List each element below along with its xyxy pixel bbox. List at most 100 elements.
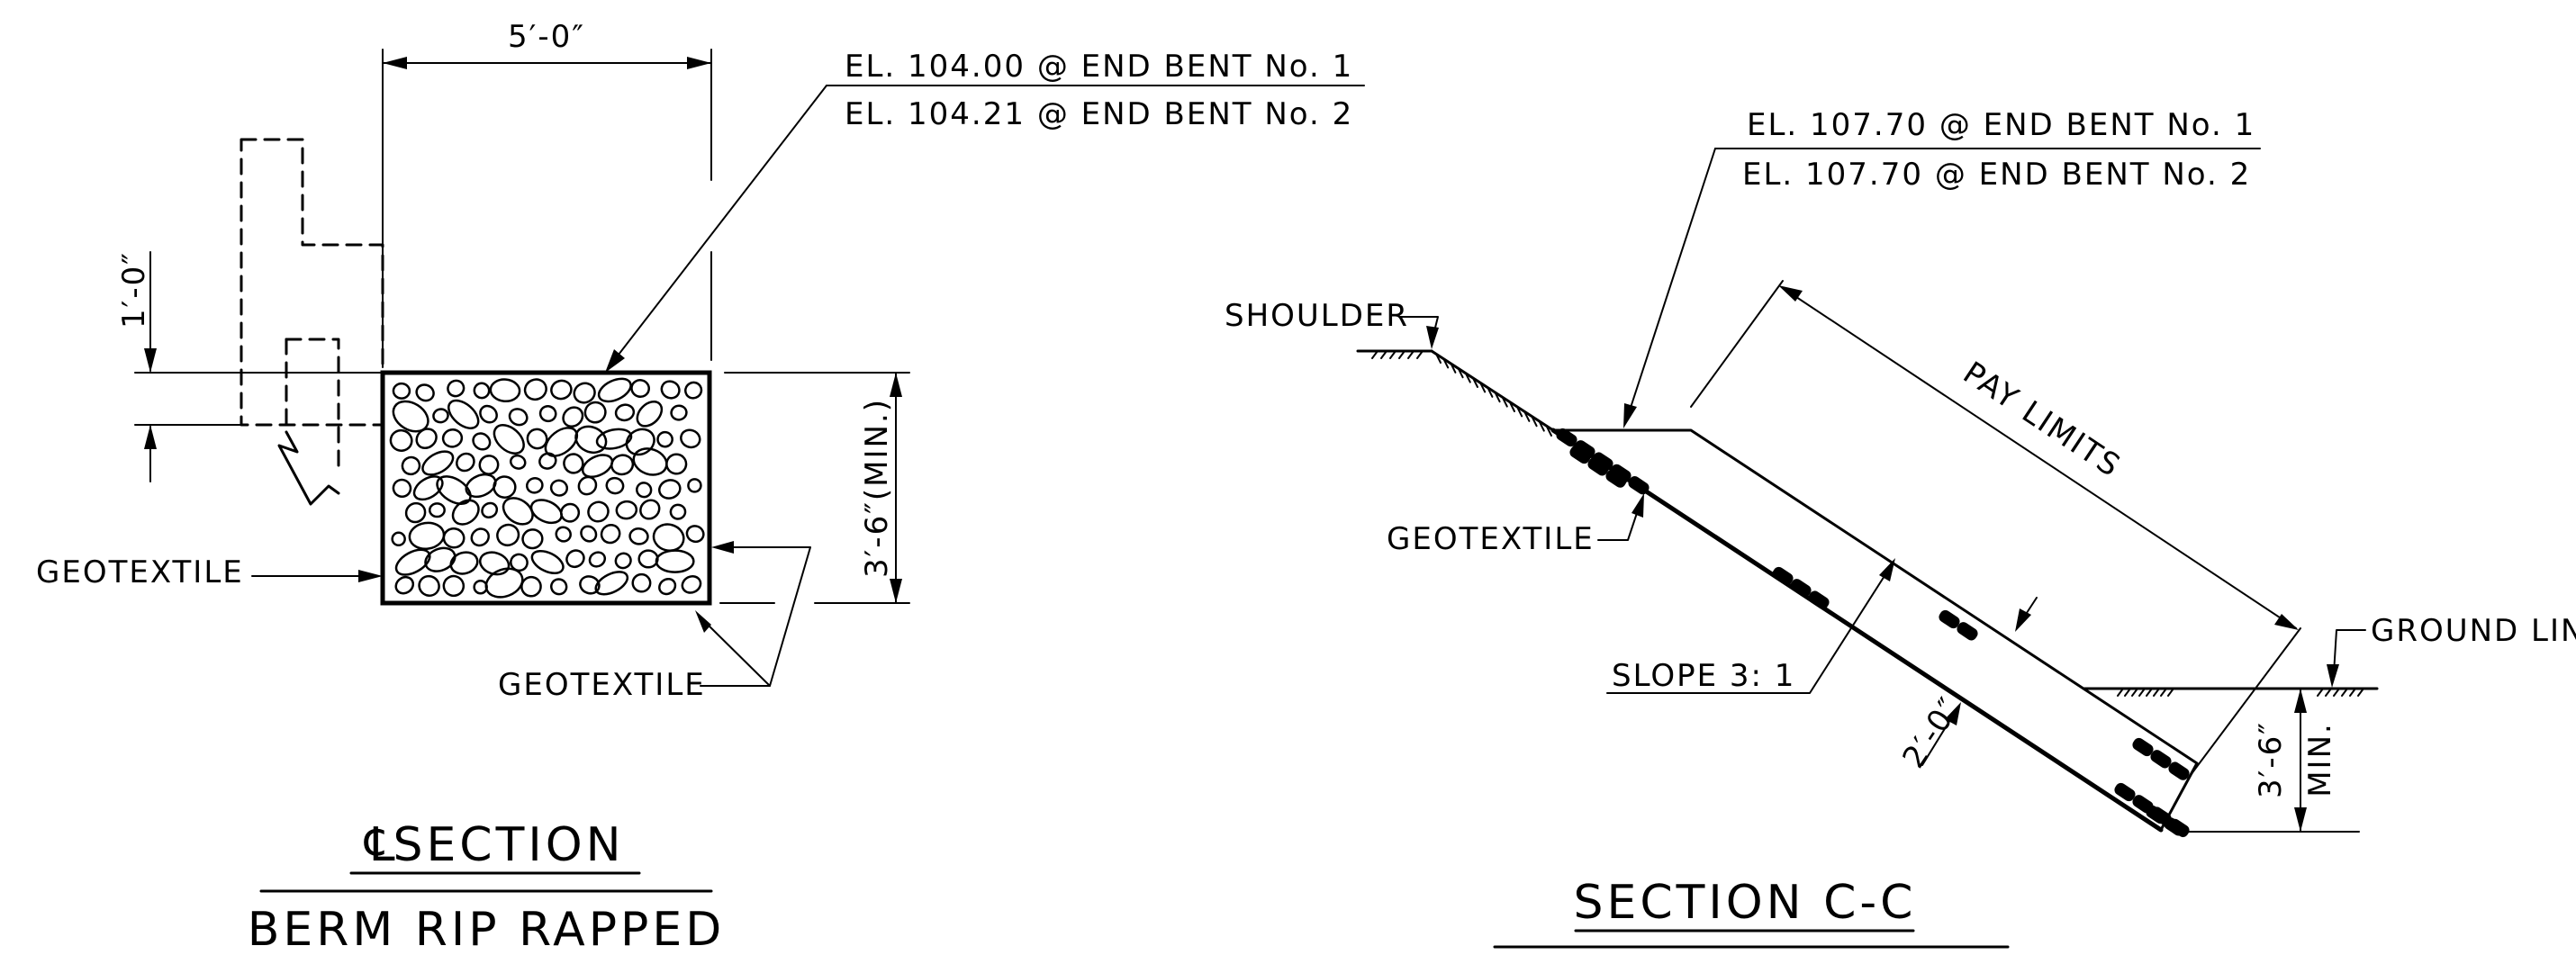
stone bbox=[610, 454, 635, 476]
hatch-mark bbox=[2146, 688, 2153, 697]
stone bbox=[391, 531, 406, 547]
stone bbox=[1939, 609, 1960, 629]
stone bbox=[447, 379, 465, 398]
geotextile-bottom-leader bbox=[700, 546, 811, 687]
left-title-centerline-symbol: ℄ bbox=[363, 818, 398, 872]
stone bbox=[573, 382, 596, 404]
elevation-callout-line-1: EL. 104.00 @ END BENT No. 1 bbox=[845, 49, 1353, 85]
stone bbox=[470, 527, 490, 547]
section-elevation-line-1: EL. 107.70 @ END BENT No. 1 bbox=[1747, 107, 2255, 143]
stone bbox=[489, 378, 521, 403]
stone bbox=[560, 502, 581, 523]
hatch-mark bbox=[2138, 688, 2146, 697]
hatch-mark bbox=[1380, 350, 1387, 359]
stone bbox=[456, 452, 475, 473]
section-elevation-leader bbox=[1627, 148, 1716, 417]
section-geotextile-arrow bbox=[1631, 493, 1644, 518]
stone bbox=[669, 503, 687, 520]
section-geotextile-label: GEOTEXTILE bbox=[1387, 521, 1595, 557]
hatch-mark bbox=[2153, 688, 2160, 697]
stone bbox=[428, 502, 446, 518]
rip-rap-stones-section bbox=[1556, 428, 2190, 838]
stone bbox=[484, 567, 524, 599]
stone bbox=[665, 453, 688, 475]
hatch-mark bbox=[2317, 688, 2324, 697]
stone bbox=[597, 377, 632, 403]
stone bbox=[432, 408, 449, 424]
hatch-mark bbox=[1398, 350, 1406, 359]
stone bbox=[392, 478, 412, 498]
stone bbox=[652, 523, 685, 552]
stone bbox=[614, 403, 636, 422]
stone bbox=[625, 428, 655, 456]
stone bbox=[447, 399, 480, 429]
pay-limits-arrow-bottom bbox=[2274, 614, 2299, 630]
stone bbox=[1808, 590, 1830, 609]
stone bbox=[658, 479, 682, 500]
hatch-mark bbox=[1407, 350, 1415, 359]
elevation-callout-leader bbox=[611, 85, 827, 364]
stone bbox=[574, 425, 608, 455]
stone bbox=[481, 501, 499, 519]
stone bbox=[508, 408, 529, 427]
hatch-mark bbox=[2167, 688, 2174, 697]
stone bbox=[479, 404, 498, 424]
section-c-c-view: PAY LIMITS EL. 107.70 @ END BENT No. 1 E… bbox=[1225, 107, 2576, 949]
stone bbox=[630, 379, 650, 399]
hatch-mark bbox=[1516, 406, 1523, 418]
stone bbox=[550, 379, 573, 401]
elevation-callout-arrow bbox=[605, 349, 625, 373]
slope-label: SLOPE 3: 1 bbox=[1612, 658, 1795, 694]
hatch-mark bbox=[1457, 367, 1464, 379]
stone bbox=[614, 552, 632, 570]
geotextile-bottom-line bbox=[1550, 428, 2164, 833]
geotextile-bottom-label: GEOTEXTILE bbox=[498, 667, 706, 703]
embankment-surface bbox=[1430, 349, 1555, 432]
stone bbox=[408, 521, 446, 551]
offset-dimension-arrow-bottom bbox=[144, 425, 157, 449]
hatch-mark bbox=[2341, 688, 2348, 697]
ground-line-leader bbox=[2333, 629, 2366, 674]
geotextile-left-label: GEOTEXTILE bbox=[36, 554, 244, 590]
stone bbox=[636, 482, 653, 499]
stone bbox=[1605, 469, 1627, 488]
geotextile-bottom-arrow-b bbox=[695, 610, 711, 633]
stone bbox=[594, 571, 629, 596]
rip-rap-stones bbox=[389, 377, 705, 599]
hatch-mark bbox=[2160, 688, 2167, 697]
stone bbox=[493, 424, 525, 455]
stone bbox=[631, 572, 652, 593]
left-title-line-2: BERM RIP RAPPED bbox=[248, 903, 726, 955]
stone bbox=[628, 527, 649, 545]
stone bbox=[1587, 457, 1609, 476]
pile-break-symbol bbox=[277, 430, 340, 506]
depth-dimension-arrow-top bbox=[890, 373, 902, 397]
stone bbox=[660, 380, 681, 400]
hatch-mark bbox=[1389, 350, 1396, 359]
hatch-mark bbox=[1509, 401, 1515, 412]
section-elevation-line-2: EL. 107.70 @ END BENT No. 2 bbox=[1742, 157, 2251, 193]
geotextile-left-arrow bbox=[358, 570, 383, 582]
stone bbox=[418, 574, 440, 597]
shoulder-hatching bbox=[1371, 350, 1552, 437]
thickness-arrow-low bbox=[1945, 702, 1961, 725]
depth-dimension-label-section: 3′-6″ bbox=[2253, 721, 2289, 798]
pay-limits-arrow-top bbox=[1778, 285, 1803, 302]
stone bbox=[687, 478, 702, 493]
stone bbox=[565, 549, 585, 569]
hatch-mark bbox=[2325, 688, 2332, 697]
width-dimension-arrow-right bbox=[687, 57, 711, 69]
stone bbox=[521, 528, 544, 550]
hatch-mark bbox=[1435, 353, 1442, 364]
shoulder-arrow bbox=[1426, 326, 1439, 349]
hatch-mark bbox=[2349, 688, 2356, 697]
stone bbox=[577, 475, 598, 496]
hatch-mark bbox=[1442, 357, 1450, 369]
stone bbox=[493, 475, 517, 499]
stone bbox=[562, 406, 584, 428]
hatch-mark bbox=[1531, 416, 1538, 428]
hatch-mark bbox=[1479, 382, 1487, 393]
stone bbox=[655, 549, 695, 573]
stone bbox=[478, 455, 500, 475]
stone bbox=[579, 575, 601, 595]
